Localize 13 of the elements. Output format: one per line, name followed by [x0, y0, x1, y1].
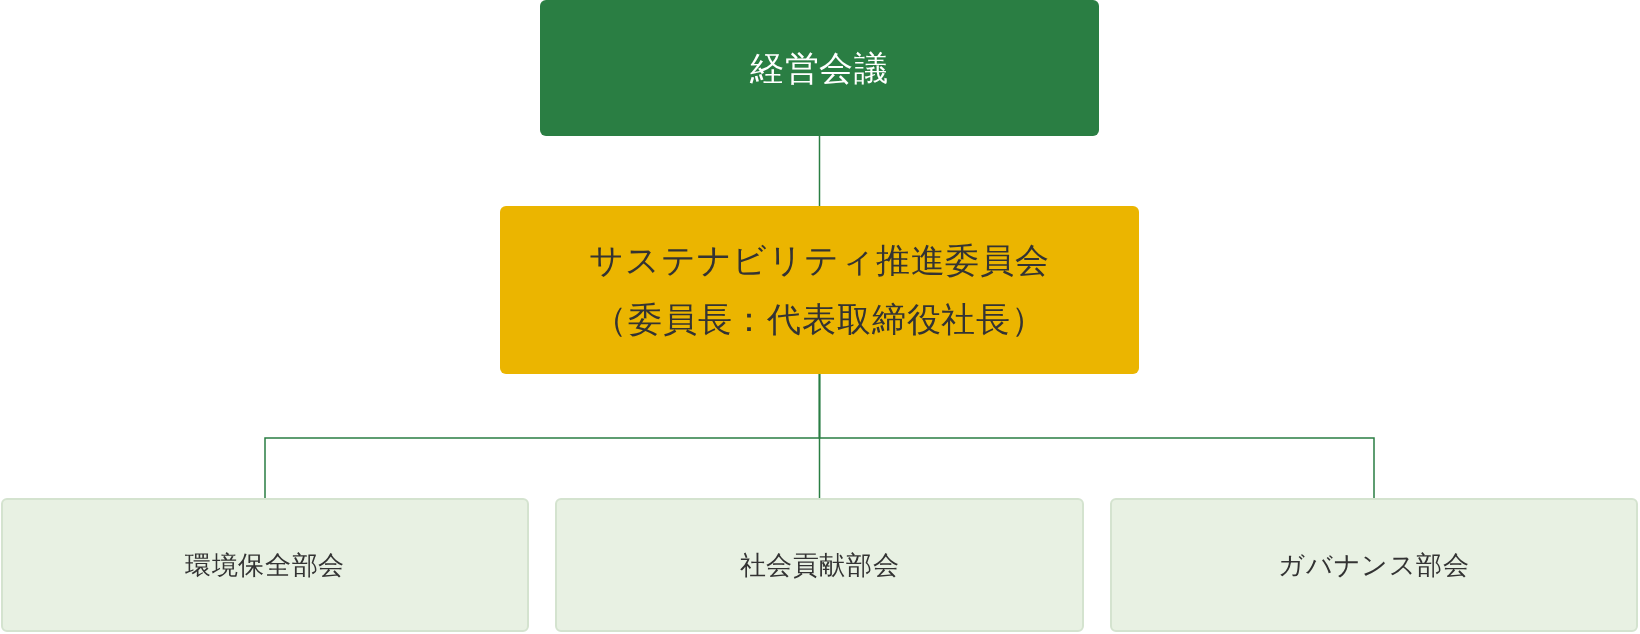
connector-line [818, 135, 821, 207]
process-box [555, 498, 1084, 632]
process-box [500, 206, 1139, 374]
node-label: 環境保全部会 [185, 548, 345, 582]
node-label: 経営会議 [749, 47, 890, 89]
process-box [1110, 498, 1638, 632]
process-box [540, 0, 1099, 136]
node-label: ガバナンス部会 [1278, 548, 1470, 582]
connector-line [818, 373, 1375, 499]
node-label: （委員長：代表取締役社長） [592, 299, 1047, 340]
process-box [1, 498, 529, 632]
node-label: 社会貢献部会 [739, 548, 900, 582]
node-label: サステナビリティ推進委員会 [588, 240, 1051, 281]
